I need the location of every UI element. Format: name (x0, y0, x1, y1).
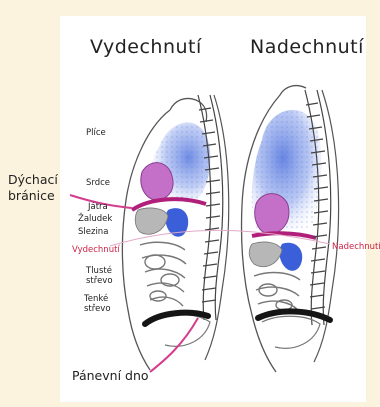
label-liver: Játra (88, 202, 108, 212)
heading-inhaled: Nadechnutí (250, 36, 364, 58)
label-lungs: Plíce (86, 128, 106, 138)
label-small-intestine-2: střevo (84, 304, 111, 314)
label-spleen: Slezina (78, 227, 108, 237)
label-heart: Srdce (86, 178, 110, 188)
label-pelvic-floor: Pánevní dno (72, 368, 149, 384)
heading-exhaled: Vydechnutí (90, 36, 202, 58)
label-stomach: Žaludek (78, 214, 112, 224)
left-heart (141, 163, 173, 200)
label-exhale-marker: Vydechnutí (72, 245, 120, 255)
label-large-intestine-1: Tlusté (86, 266, 112, 276)
label-large-intestine-2: střevo (86, 276, 113, 286)
label-diaphragm-2: bránice (8, 188, 55, 204)
label-diaphragm-1: Dýchací (8, 172, 58, 188)
label-inhale-marker: Nadechnutí (332, 242, 380, 252)
label-small-intestine-1: Tenké (84, 294, 108, 304)
